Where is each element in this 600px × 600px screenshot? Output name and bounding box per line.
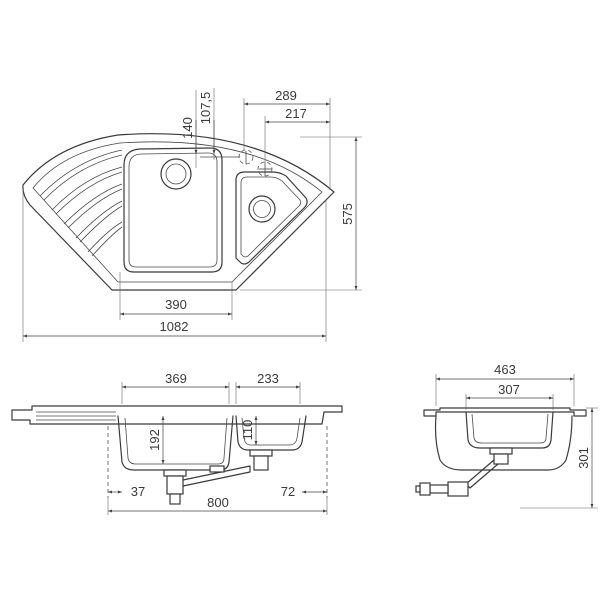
dim-1082-label: 1082 (160, 319, 189, 334)
dim-217-label: 217 (285, 106, 307, 121)
front-view: 369 233 192 110 37 72 800 (11, 371, 343, 515)
side-rim (423, 407, 587, 417)
top-view: 140 107,5 289 217 575 390 1082 (22, 88, 362, 342)
tap-holes (200, 149, 273, 177)
dim-463-label: 463 (494, 362, 516, 377)
dim-289-label: 289 (275, 88, 297, 103)
dim-369-label: 369 (165, 371, 187, 386)
front-drain-assembly (163, 449, 273, 505)
drainboard-ribs (39, 149, 123, 257)
dim-37-label: 37 (131, 484, 145, 499)
side-drain-assembly (415, 447, 513, 497)
dim-192-label: 192 (147, 429, 162, 451)
dim-140-label: 140 (180, 117, 195, 139)
main-drain (160, 158, 192, 190)
dim-233-label: 233 (257, 371, 279, 386)
dim-107-5-label: 107,5 (198, 92, 213, 125)
sink-outline (22, 133, 335, 291)
small-drain (248, 195, 276, 223)
dim-301-label: 301 (576, 447, 591, 469)
dim-307-label: 307 (498, 382, 520, 397)
side-view: 463 307 301 (415, 362, 598, 509)
dim-390-label: 390 (165, 297, 187, 312)
dim-110-label: 110 (240, 420, 255, 441)
main-bowl (123, 147, 223, 273)
side-bowl-outer (434, 415, 573, 471)
small-bowl (235, 171, 308, 265)
dim-575-label: 575 (340, 203, 355, 225)
dim-72-label: 72 (281, 484, 295, 499)
front-drainboard (11, 405, 343, 425)
dim-800-label: 800 (207, 495, 229, 510)
sink-rim-inner (32, 141, 323, 283)
